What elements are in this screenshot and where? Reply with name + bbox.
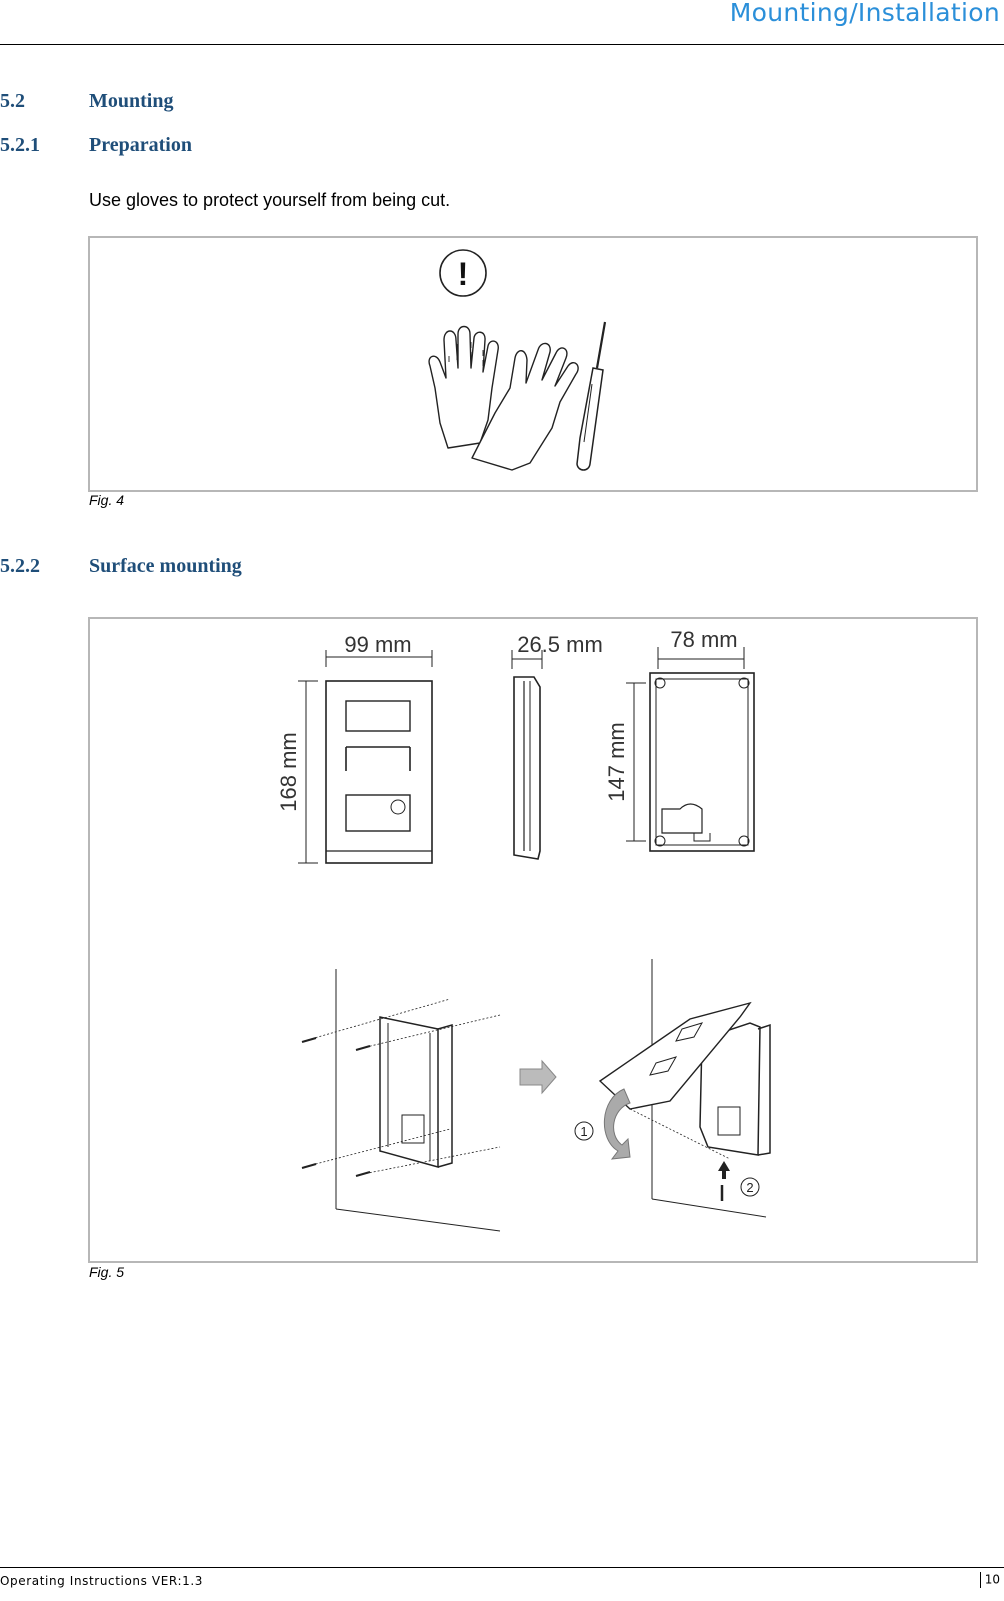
figure-4-frame: !	[88, 236, 978, 492]
arrow-icon	[519, 1059, 557, 1095]
dimension-width-label: 99 mm	[344, 632, 411, 657]
figure-5-illustration: 99 mm 168 mm 26.5 mm	[276, 627, 771, 1232]
dimension-hole-height-label: 147 mm	[604, 722, 629, 801]
side-view-drawing	[511, 650, 543, 860]
preparation-text: Use gloves to protect yourself from bein…	[89, 190, 451, 210]
rotate-arrow-icon	[604, 1088, 631, 1160]
warning-symbol: !	[458, 256, 469, 292]
section-number: 5.2.2	[0, 555, 40, 577]
screwdriver-icon	[576, 321, 607, 471]
step-1-badge: 1	[574, 1121, 594, 1141]
section-title: Surface mounting	[89, 555, 242, 577]
header-divider	[0, 44, 1004, 45]
footer-divider	[0, 1567, 1004, 1568]
up-arrow-icon	[718, 1161, 730, 1201]
gloves-icon	[428, 325, 579, 471]
wall-mounting-drawing	[301, 969, 501, 1232]
footer-separator	[979, 1572, 981, 1588]
page-number: 10	[984, 1572, 1000, 1587]
back-view-drawing	[626, 647, 755, 852]
footer-doc-version: Operating Instructions VER:1.3	[0, 1574, 203, 1588]
step-1-number: 1	[580, 1124, 587, 1139]
page-header-title: Mounting/Installation	[729, 0, 1000, 27]
warning-icon: !	[439, 249, 487, 297]
step-2-number: 2	[746, 1180, 753, 1195]
figure-5-frame: 99 mm 168 mm 26.5 mm	[88, 617, 978, 1263]
figure-4-illustration: !	[428, 249, 607, 471]
footer-page-number: 10	[979, 1572, 1000, 1588]
front-view-drawing	[298, 650, 433, 864]
dimension-height-label: 168 mm	[276, 732, 301, 811]
figure-5-caption: Fig. 5	[89, 1264, 125, 1280]
figure-4-caption: Fig. 4	[89, 492, 125, 508]
section-number: 5.2	[0, 90, 25, 112]
step-2-badge: 2	[740, 1177, 760, 1197]
dimension-depth-label: 26.5 mm	[517, 632, 603, 657]
section-title: Mounting	[89, 90, 174, 112]
section-number: 5.2.1	[0, 134, 40, 156]
section-title: Preparation	[89, 134, 192, 156]
lid-closing-drawing	[598, 959, 771, 1218]
dimension-hole-width-label: 78 mm	[670, 627, 737, 652]
